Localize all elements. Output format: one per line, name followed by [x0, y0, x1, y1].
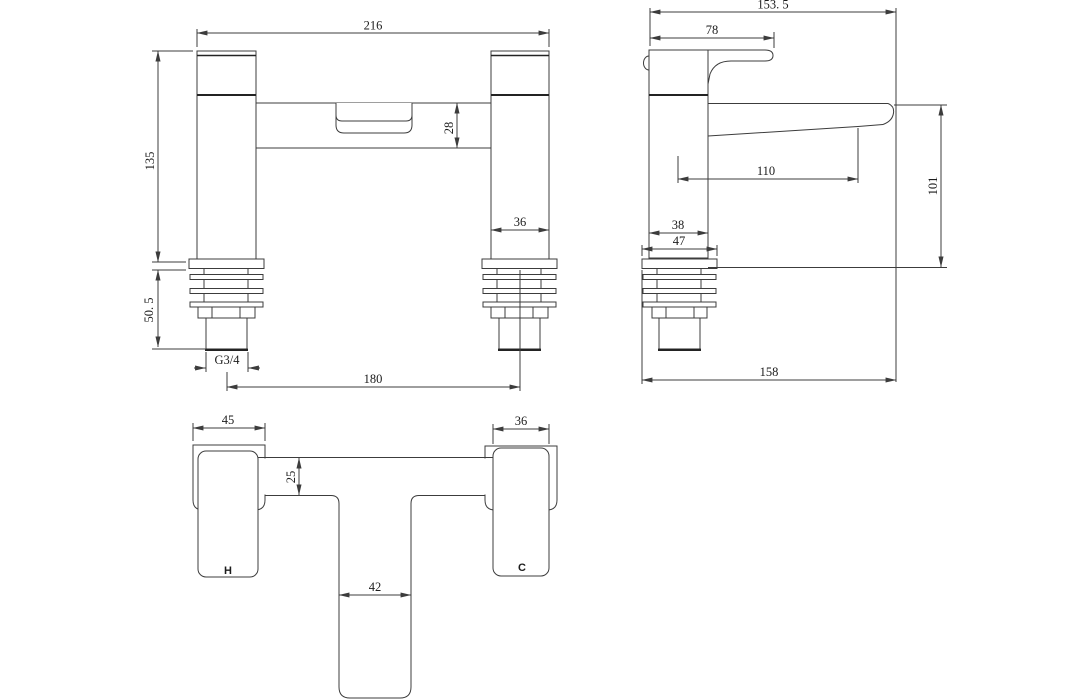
dim-overall-depth: 153. 5 — [757, 0, 788, 12]
washer — [642, 288, 717, 294]
cold-label: C — [518, 562, 526, 574]
front-right-pillar — [490, 50, 550, 260]
side-indicator-button — [643, 55, 650, 71]
dim-spout-body-depth: 28 — [442, 122, 456, 135]
washer — [189, 301, 264, 308]
front-left-pillar — [196, 50, 257, 260]
side-dimensions: 153. 5 78 110 101 38 47 158 — [641, 0, 947, 384]
dim-thread: G3/4 — [215, 353, 241, 367]
front-spout-outlet — [335, 103, 413, 122]
dim-hole-centres: 180 — [364, 372, 383, 386]
dim-spout-width: 42 — [369, 580, 382, 594]
front-left-flange — [188, 258, 265, 269]
dim-pillar-width: 36 — [514, 215, 527, 229]
dim-flange-depth: 47 — [673, 234, 686, 248]
hex-nut — [197, 306, 256, 319]
washer — [642, 301, 717, 308]
front-left-leg — [188, 258, 265, 351]
washer — [189, 274, 264, 280]
dim-tail-length: 50. 5 — [142, 298, 156, 323]
hot-label: H — [224, 565, 232, 577]
plan-hot-handle — [197, 450, 259, 578]
threaded-tail — [658, 317, 701, 350]
side-view: 153. 5 78 110 101 38 47 158 — [641, 0, 947, 384]
dim-height-above-deck: 135 — [143, 152, 157, 171]
plan-dimensions: 45 36 25 42 — [192, 413, 550, 598]
dim-overall-reach: 158 — [760, 365, 779, 379]
side-flange — [641, 258, 718, 269]
dim-overall-width: 216 — [364, 19, 383, 33]
threaded-tail — [205, 317, 248, 350]
dim-spout-reach: 110 — [757, 164, 775, 178]
washer — [189, 288, 264, 294]
front-right-flange — [481, 258, 558, 269]
side-spout-tip — [882, 103, 895, 125]
dim-handle-width: 36 — [515, 414, 528, 428]
plan-bridge-and-spout — [265, 495, 485, 699]
dim-handle-length: 78 — [706, 23, 719, 37]
washer — [642, 274, 717, 280]
side-leg — [641, 258, 718, 351]
plan-view: H C 45 36 25 42 — [192, 413, 558, 699]
side-lever-underside — [707, 55, 774, 85]
dim-body-depth: 38 — [672, 218, 685, 232]
dim-bridge-depth: 25 — [284, 471, 298, 484]
dim-spout-height: 101 — [926, 177, 940, 196]
side-body-column — [648, 49, 709, 259]
front-view: 216 135 28 36 50. 5 G3/4 180 — [142, 19, 558, 391]
side-lever-top — [649, 49, 774, 56]
dim-base-width: 45 — [222, 413, 235, 427]
hex-nut — [651, 306, 708, 319]
side-spout-underside — [707, 124, 884, 137]
plan-cold-handle — [492, 447, 550, 577]
front-dimensions: 216 135 28 36 50. 5 G3/4 180 — [142, 19, 550, 391]
